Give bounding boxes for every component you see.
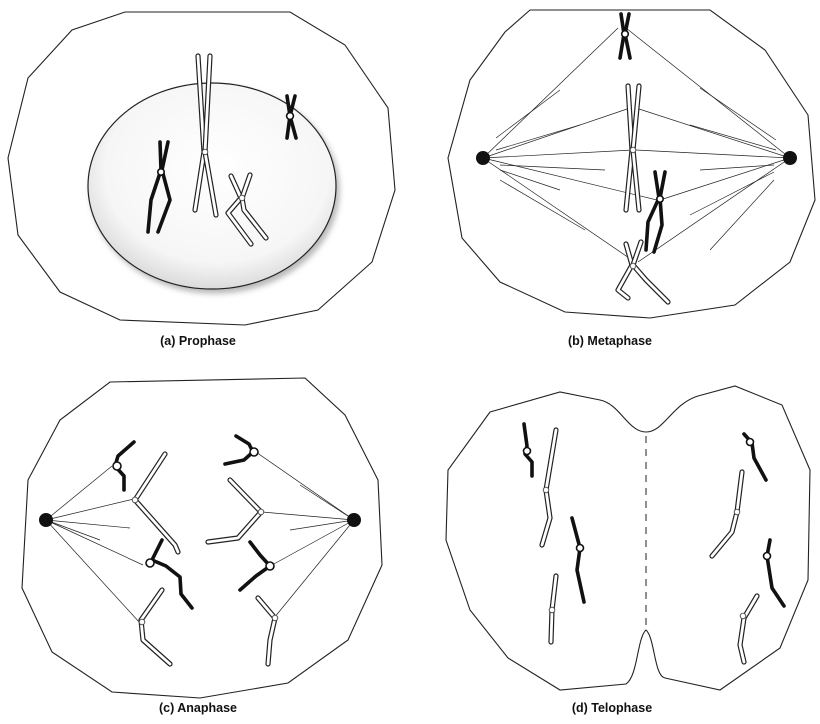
caption-anaphase: (c) Anaphase — [159, 701, 237, 715]
panel-telophase: (d) Telophase — [446, 386, 810, 715]
right-spindle-pole — [347, 513, 361, 527]
cell-membrane — [22, 378, 382, 698]
cell-membrane — [446, 386, 810, 690]
panel-anaphase: (c) Anaphase — [22, 378, 382, 715]
left-spindle-pole — [476, 151, 490, 165]
right-spindle-pole — [783, 151, 797, 165]
panel-metaphase: (b) Metaphase — [448, 10, 815, 348]
left-spindle-pole — [39, 513, 53, 527]
caption-prophase: (a) Prophase — [160, 334, 236, 348]
caption-telophase: (d) Telophase — [572, 701, 652, 715]
panel-prophase: (a) Prophase — [8, 12, 395, 348]
caption-metaphase: (b) Metaphase — [568, 334, 652, 348]
